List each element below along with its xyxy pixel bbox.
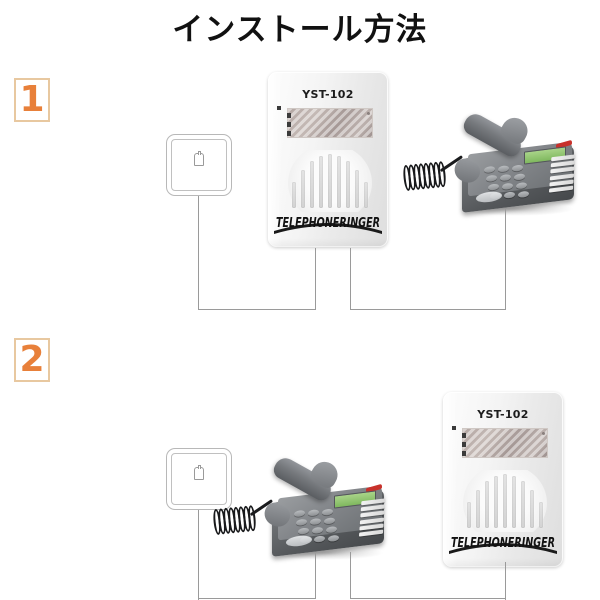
step-2-wall-jack [166, 448, 232, 510]
ringer-indicator-led [277, 106, 281, 110]
wall-jack-rj11-port-icon [194, 465, 204, 480]
page-title: インストール方法 [172, 12, 428, 48]
step-2-wire-phone-left-port [315, 552, 317, 599]
wall-jack-inner-frame [171, 139, 227, 191]
step-2-ringer-device: YST-102 TELEPHONERINGER [443, 392, 563, 567]
ringer-brand-logo: TELEPHONERINGER [447, 525, 559, 555]
ringer-body: YST-102 TELEPHONERINGER [443, 392, 563, 567]
step-1-wall-jack [166, 134, 232, 196]
step-1-wire-device-right-port [350, 248, 352, 310]
step-2-wire-phone-right-port [350, 552, 352, 599]
step-1-wire-jack-vertical [198, 196, 200, 310]
ringer-brand-logo: TELEPHONERINGER [272, 205, 384, 235]
step-1-ringer-device: YST-102 TELEPHONERINGER [268, 72, 388, 247]
ringer-model-label: YST-102 [477, 408, 529, 421]
wall-jack-rj11-port-icon [194, 151, 204, 166]
ringer-model-label: YST-102 [302, 88, 354, 101]
step-1-number: 1 [19, 79, 45, 120]
phone-function-keys [548, 154, 576, 197]
step-1-wire-phone-horizontal [350, 309, 506, 311]
step-2-wire-jack-vertical [198, 510, 200, 600]
svg-text:TELEPHONERINGER: TELEPHONERINGER [276, 216, 380, 231]
step-1-telephone [402, 110, 578, 216]
ringer-body: YST-102 TELEPHONERINGER [268, 72, 388, 247]
phone-coiled-cord [212, 499, 277, 545]
ringer-display-panel [462, 428, 548, 458]
step-2-wire-device-horizontal [350, 598, 506, 600]
step-2-number: 2 [19, 339, 45, 380]
step-2-telephone [212, 454, 388, 560]
ringer-speaker-grille [461, 470, 549, 532]
wall-jack-inner-frame [171, 453, 227, 505]
step-2-wire-device-vertical [505, 562, 507, 600]
step-1-wire-device-left-port [315, 248, 317, 310]
step-2-wire-jack-horizontal [198, 598, 316, 600]
svg-text:TELEPHONERINGER: TELEPHONERINGER [451, 536, 555, 551]
step-1-badge: 1 [14, 78, 50, 122]
step-1-wire-jack-horizontal [198, 309, 316, 311]
step-1-wire-phone-vertical [505, 208, 507, 310]
ringer-speaker-grille [286, 150, 374, 212]
ringer-display-panel [287, 108, 373, 138]
phone-function-keys [358, 498, 386, 541]
phone-coiled-cord [402, 155, 467, 201]
ringer-indicator-led [452, 426, 456, 430]
step-2-badge: 2 [14, 338, 50, 382]
